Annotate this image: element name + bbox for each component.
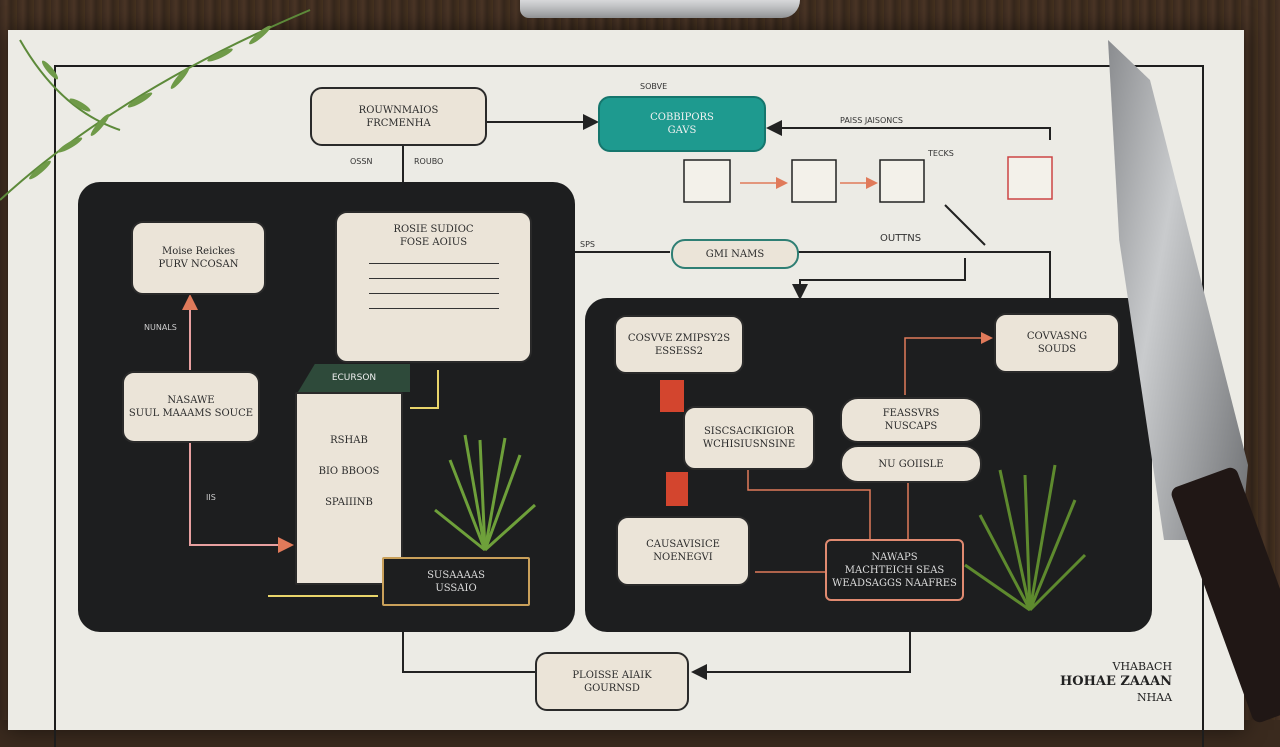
node-text: PURV NCOSAN	[158, 259, 239, 270]
doc-tab: ECURSON	[298, 364, 410, 392]
label: PAISS JAISONCS	[840, 116, 903, 125]
label: TECKS	[928, 149, 954, 158]
right-b-box: COVVASNG SOUDS	[994, 313, 1120, 373]
left-mid-box: NASAWE SUUL MAAAMS SOUCE	[122, 371, 260, 443]
right-e-pill: NU GOIISLE	[840, 445, 982, 483]
top-knife	[520, 0, 800, 18]
node-text: ROSIE SUDIOC	[393, 224, 474, 235]
node-text: ROUWNMAIOS	[358, 104, 439, 116]
right-d-pill: FEASSVRS NUSCAPS	[840, 397, 982, 443]
node-text: Moise Reickes	[161, 246, 236, 257]
node-text: BIO BBOOS	[318, 466, 380, 477]
label: NUNALS	[144, 323, 177, 332]
node-text: GOURNSD	[584, 682, 640, 694]
red-marker	[666, 472, 688, 506]
label: OUTTNS	[880, 233, 922, 244]
label: IIS	[206, 493, 216, 502]
node-text: USSAIO	[435, 582, 477, 594]
node-text: SISCSACIKIGIOR	[703, 426, 795, 437]
node-text: WEADSAGGS NAAFRES	[832, 577, 957, 589]
label: ROUBO	[414, 157, 444, 166]
node-text: FEASSVRS	[882, 408, 940, 419]
right-c-box: SISCSACIKIGIOR WCHISIUSNSINE	[683, 406, 815, 470]
red-marker	[660, 380, 684, 412]
right-a-box: COSVVE ZMIPSY2S ESSESS2	[614, 315, 744, 374]
node-text: FRCMENHA	[366, 117, 431, 129]
label: OSSN	[350, 157, 373, 166]
node-text: PLOISSE AIAIK	[572, 669, 652, 681]
node-text: GAVS	[667, 125, 697, 136]
footer-notes: VHABACH HOHAE ZAAAN NHAA	[1060, 660, 1172, 705]
left-top-box: Moise Reickes PURV NCOSAN	[131, 221, 266, 295]
right-g-box: NAWAPS MACHTEICH SEAS WEADSAGGS NAAFRES	[825, 539, 964, 601]
node-text: GMI NAMS	[705, 248, 765, 260]
node-text: NUSCAPS	[884, 421, 938, 432]
node-text: SUUL MAAAMS SOUCE	[128, 408, 254, 419]
node-text: SOUDS	[1037, 344, 1077, 355]
rosemary-plant-icon	[434, 434, 537, 552]
node-text: COBBIPORS	[650, 112, 714, 123]
footer-line: HOHAE ZAAAN	[1060, 674, 1173, 690]
node-text: WCHISIUSNSINE	[702, 439, 796, 450]
node-text: CAUSAVISICE	[646, 539, 720, 550]
teal-process-box: COBBIPORS GAVS	[598, 96, 766, 152]
label: SPS	[580, 240, 595, 249]
top-process-box: ROUWNMAIOS FRCMENHA	[310, 87, 487, 146]
rosemary-plant-icon	[964, 464, 1087, 612]
connector-lines	[182, 114, 1053, 680]
node-text: SUSAAAAS	[427, 569, 485, 581]
footer-line: NHAA	[1136, 691, 1173, 705]
node-text: ESSESS2	[654, 345, 703, 357]
node-text: MACHTEICH SEAS	[844, 564, 945, 576]
footer-line: VHABACH	[1112, 660, 1173, 673]
node-text: COSVVE ZMIPSY2S	[627, 332, 731, 344]
node-text: SPAIIINB	[325, 497, 373, 508]
node-text: COVVASNG	[1026, 331, 1088, 342]
node-text: NAWAPS	[871, 551, 918, 563]
node-text: RSHAB	[330, 435, 368, 446]
node-text: NOENEGVI	[653, 552, 713, 563]
dark-output-box: SUSAAAAS USSAIO	[382, 557, 530, 606]
node-text: FOSE AOIUS	[399, 237, 468, 248]
node-text: NU GOIISLE	[878, 458, 944, 470]
node-text: NASAWE	[167, 395, 215, 406]
right-f-box: CAUSAVISICE NOENEGVI	[616, 516, 750, 586]
label: SOBVE	[640, 82, 668, 91]
recipe-document: RSHAB BIO BBOOS SPAIIINB	[295, 392, 403, 585]
recipe-card: ROSIE SUDIOC FOSE AOIUS	[335, 211, 532, 363]
bottom-process-box: PLOISSE AIAIK GOURNSD	[535, 652, 689, 711]
oval-node: GMI NAMS	[671, 239, 799, 269]
herb-sprig-icon	[0, 9, 311, 201]
